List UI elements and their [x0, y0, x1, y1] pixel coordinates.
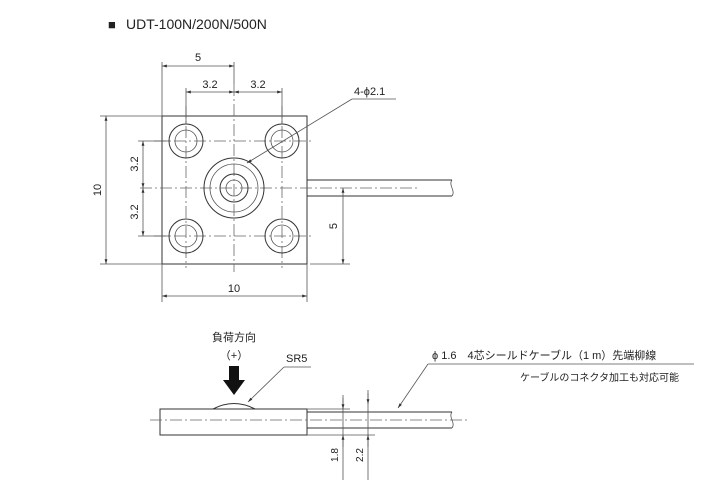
sensor-body-side — [159, 408, 308, 436]
svg-text:1.8: 1.8 — [330, 448, 341, 462]
side-view: 負荷方向 （+） SR5 ϕ 1.6 4芯シールドケーブル — [150, 330, 694, 480]
dim-cable-height: 5 — [310, 188, 350, 265]
svg-text:3.2: 3.2 — [250, 79, 265, 91]
cable-side-view — [307, 411, 454, 429]
title-bullet: ■ — [108, 17, 116, 32]
dim-hole-spacing-vertical: 3.2 3.2 — [129, 140, 170, 237]
svg-text:4-ϕ2.1: 4-ϕ2.1 — [354, 86, 385, 98]
load-arrow-icon — [223, 366, 245, 395]
svg-text:3.2: 3.2 — [129, 204, 141, 219]
mounting-hole-bottom-right — [264, 218, 300, 254]
dim-width-top: 5 — [161, 52, 235, 116]
load-direction-label: 負荷方向 — [212, 330, 256, 344]
dim-1-8: 1.8 — [307, 395, 350, 480]
hole-callout: 4-ϕ2.1 — [246, 86, 396, 164]
load-sign-label: （+） — [220, 349, 248, 362]
svg-text:5: 5 — [195, 52, 201, 64]
dim-2-2: 2.2 — [307, 390, 375, 480]
svg-text:5: 5 — [328, 223, 340, 229]
svg-text:2.2: 2.2 — [355, 448, 366, 462]
load-button-dome — [212, 403, 256, 410]
cable-spec-callout: ϕ 1.6 4芯シールドケーブル（1 m）先端柳線 ケーブルのコネクタ加工も対応… — [397, 348, 694, 409]
dim-height: 10 — [92, 115, 162, 265]
svg-text:ケーブルのコネクタ加工も対応可能: ケーブルのコネクタ加工も対応可能 — [520, 371, 679, 384]
load-button — [203, 157, 265, 219]
sr5-callout: SR5 — [247, 353, 311, 403]
svg-text:SR5: SR5 — [286, 353, 307, 365]
dim-width-bottom: 10 — [161, 264, 308, 302]
dim-hole-spacing-horizontal: 3.2 3.2 — [185, 79, 283, 124]
svg-text:3.2: 3.2 — [129, 156, 141, 171]
svg-text:3.2: 3.2 — [202, 79, 217, 91]
top-view: 5 3.2 3.2 4-ϕ2.1 10 — [92, 52, 454, 302]
page-title: UDT-100N/200N/500N — [126, 16, 267, 32]
cable-top-view — [307, 179, 454, 197]
sensor-body-outline — [161, 115, 308, 265]
svg-text:10: 10 — [92, 184, 104, 196]
svg-text:10: 10 — [228, 283, 240, 295]
svg-text:ϕ 1.6 4芯シールドケーブル（1 m）先端柳線: ϕ 1.6 4芯シールドケーブル（1 m）先端柳線 — [432, 348, 656, 362]
